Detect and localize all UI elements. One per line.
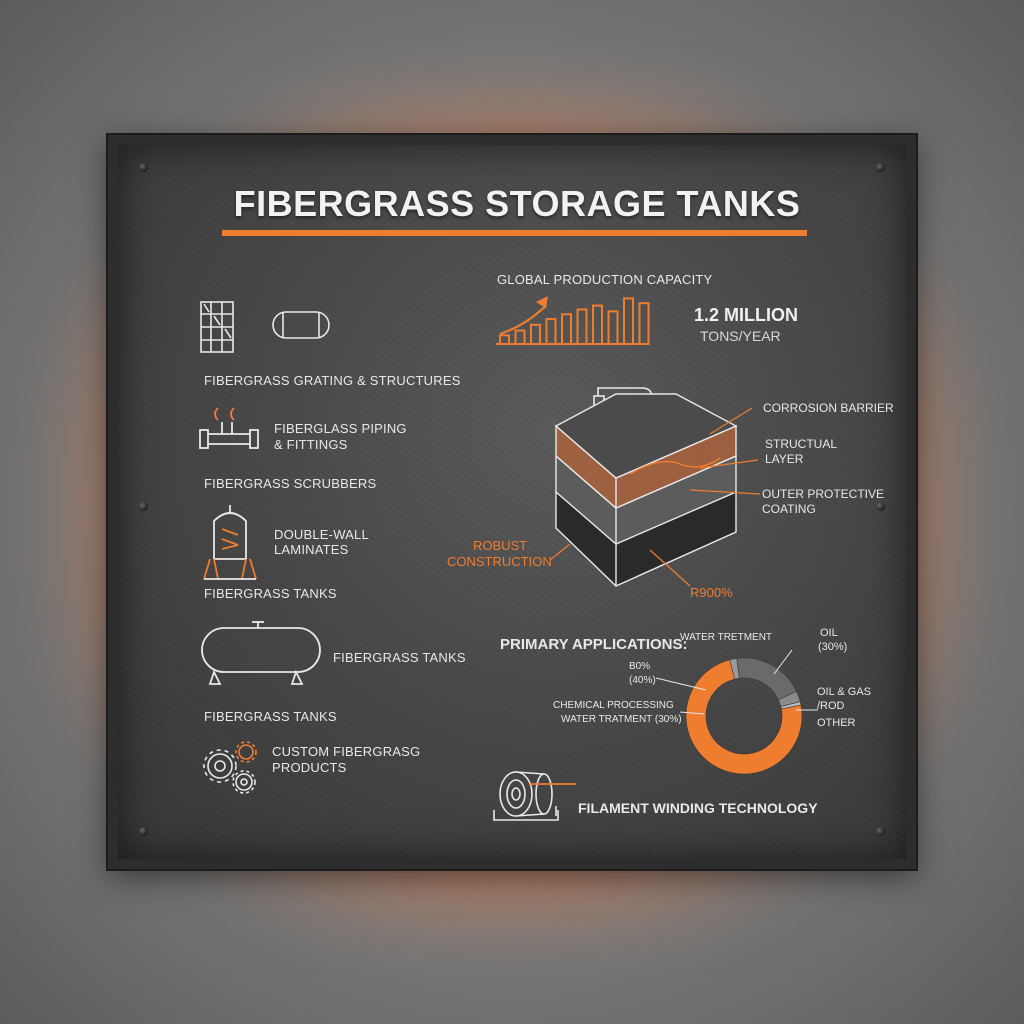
screw-icon	[876, 163, 885, 172]
robust-label: ROBUST	[473, 538, 528, 553]
left-item-label: FIBERGRASS TANKS	[333, 650, 466, 665]
tank-icon	[272, 311, 330, 339]
left-item-label: FIBERGRASS TANKS	[204, 586, 337, 601]
left-item-label: CUSTOM FIBERGRASG	[272, 744, 421, 759]
screw-icon	[876, 827, 885, 836]
capacity-unit: TONS/YEAR	[700, 328, 781, 344]
left-item-label: LAMINATES	[274, 542, 349, 557]
capacity-value: 1.2 MILLION	[694, 305, 799, 325]
trend-line	[499, 305, 547, 336]
capacity-bar	[545, 318, 557, 345]
app-label-water: WATER TRETMENT	[680, 632, 773, 643]
app-label-oil: OIL	[820, 627, 838, 639]
capacity-bar	[592, 304, 603, 346]
screw-icon	[139, 827, 148, 836]
winding-label: FILAMENT WINDING TECHNOLOGY	[578, 800, 818, 816]
donut-slice	[685, 659, 803, 775]
app-label-percent: B0%	[629, 661, 651, 672]
app-label-other: OTHER	[817, 717, 856, 729]
layer-label-structural: LAYER	[765, 452, 804, 466]
left-item-label: FIBERGRASS SCRUBBERS	[204, 476, 377, 491]
gears-icon	[203, 741, 257, 794]
capacity-bar	[514, 329, 526, 346]
grating-icon	[200, 301, 234, 353]
screw-icon	[876, 502, 885, 511]
capacity-bar	[623, 297, 634, 345]
layer-label-structural: STRUCTUAL	[765, 437, 838, 451]
left-item-label: & FITTINGS	[274, 437, 348, 452]
applications-donut-chart	[685, 657, 803, 775]
app-label-oil-gas: /ROD	[817, 700, 845, 712]
left-item-label: PRODUCTS	[272, 760, 347, 775]
robust-label: CONSTRUCTION	[447, 554, 552, 569]
screw-icon	[139, 163, 148, 172]
layer-label-outer: OUTER PROTECTIVE	[762, 487, 885, 501]
layer-label-outer: COATING	[762, 502, 816, 516]
filament-winding-icon	[493, 771, 576, 821]
tank-cutaway-diagram	[549, 387, 761, 587]
capacity-bar	[530, 323, 541, 345]
donut-leader-lines	[655, 649, 818, 715]
left-item-label: FIBERGRASS GRATING & STRUCTURES	[204, 373, 461, 388]
capacity-heading: GLOBAL PRODUCTION CAPACITY	[497, 272, 713, 287]
scrubber-icon	[203, 505, 257, 580]
applications-heading: PRIMARY APPLICATIONS:	[500, 636, 688, 653]
app-label-chemical: WATER TRATMENT (30%)	[561, 714, 682, 725]
app-label-oil: (30%)	[818, 641, 848, 653]
app-label-oil-gas: OIL & GAS	[817, 686, 872, 698]
horizontal-tank-icon	[201, 621, 321, 685]
left-item-label: FIBERGLASS PIPING	[274, 421, 407, 436]
app-label-chemical: CHEMICAL PROCESSING	[553, 700, 674, 711]
page-title: FIBERGRASS STORAGE TANKS	[233, 183, 801, 224]
title-underline	[222, 230, 807, 236]
capacity-bar	[561, 313, 572, 345]
trend-arrow-icon	[536, 296, 548, 308]
capacity-bar	[576, 308, 588, 346]
percent-label: R900%	[690, 585, 733, 600]
layer-label-corrosion: CORROSION BARRIER	[763, 401, 894, 415]
capacity-bar	[638, 302, 650, 345]
capacity-bar-chart	[496, 296, 650, 346]
capacity-bar	[607, 310, 619, 345]
app-label-percent: (40%)	[629, 675, 656, 686]
left-item-label: FIBERGRASS TANKS	[204, 709, 337, 724]
capacity-bar	[499, 334, 510, 346]
piping-icon	[199, 407, 259, 449]
screw-icon	[139, 502, 148, 511]
left-item-label: DOUBLE-WALL	[274, 527, 369, 542]
